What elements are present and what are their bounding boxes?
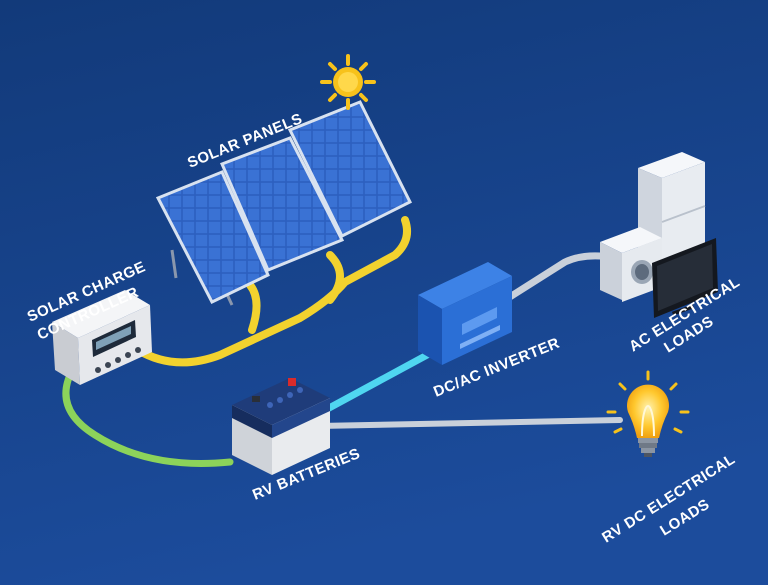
sun-icon bbox=[322, 56, 374, 108]
